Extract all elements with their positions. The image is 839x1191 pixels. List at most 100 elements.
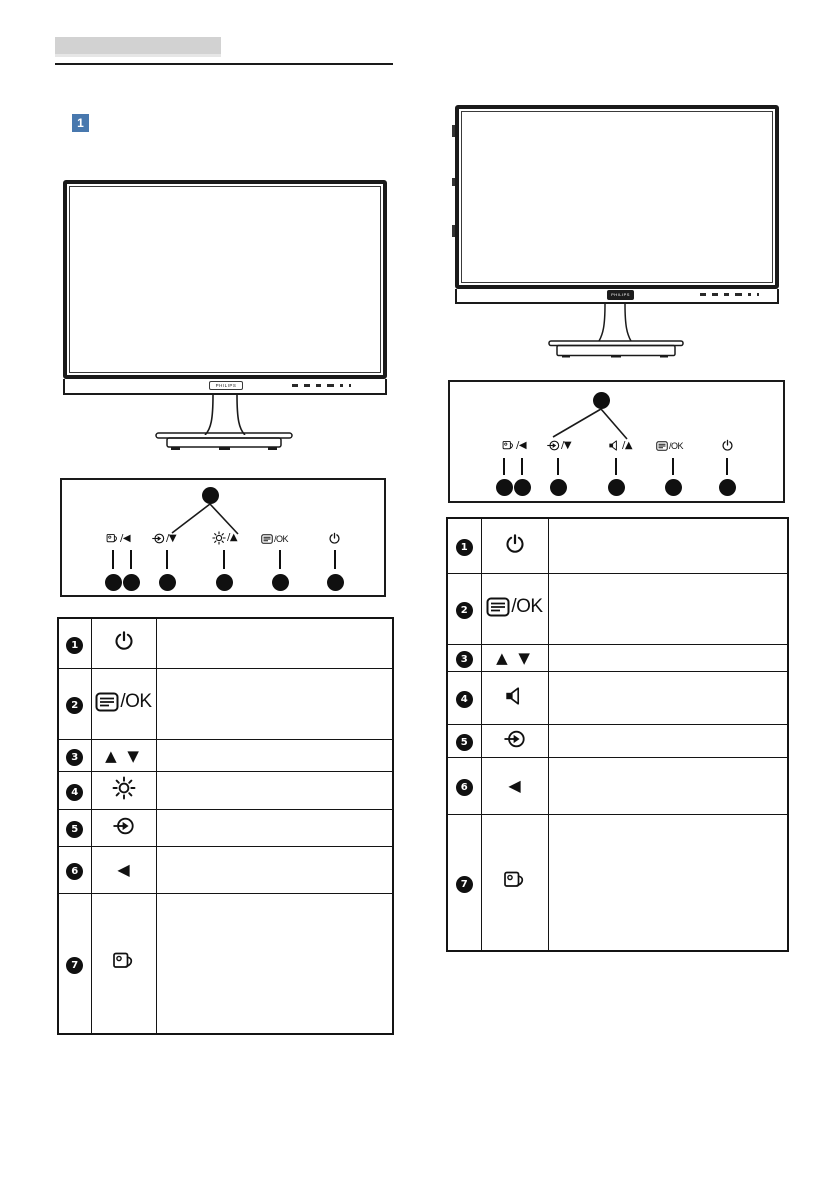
menu-ok-key: /OK bbox=[656, 440, 684, 452]
screen-inner-line bbox=[69, 186, 381, 373]
monitor-stand-base bbox=[155, 432, 293, 450]
up-down-icon: ▲ ▼ bbox=[105, 746, 142, 765]
input-source-icon bbox=[503, 728, 526, 750]
smartimage-icon bbox=[106, 532, 119, 545]
table-row: 1 bbox=[446, 517, 789, 574]
key-label: /OK bbox=[669, 441, 684, 451]
side-port-mark bbox=[452, 125, 455, 137]
button-dot bbox=[159, 574, 176, 591]
row-number: 6 bbox=[455, 779, 473, 796]
row-number: 7 bbox=[66, 956, 84, 974]
menu-icon bbox=[261, 534, 273, 544]
callout-stem bbox=[223, 550, 225, 569]
button-dot bbox=[550, 479, 567, 496]
callout-stem bbox=[503, 458, 505, 475]
bezel-key-icon bbox=[724, 293, 729, 296]
section-number-badge: 1 bbox=[72, 114, 89, 132]
brightness-up-key: /▲ bbox=[212, 531, 238, 545]
monitor-stand-neck bbox=[598, 304, 632, 342]
callout-stem bbox=[112, 550, 114, 569]
bezel-key-icon bbox=[349, 384, 351, 387]
key-label: /◀ bbox=[120, 532, 131, 544]
row-number: 3 bbox=[455, 651, 473, 668]
button-dot bbox=[608, 479, 625, 496]
key-label: /▲ bbox=[227, 532, 238, 543]
description-cell bbox=[155, 667, 394, 740]
button-dot bbox=[719, 479, 736, 496]
monitor-stand-neck bbox=[204, 395, 246, 435]
table-row: 6 ◀ bbox=[57, 845, 394, 894]
power-icon bbox=[328, 532, 341, 545]
callout-stem bbox=[557, 458, 559, 475]
smartimage-icon bbox=[502, 439, 515, 452]
monitor-stand-base bbox=[548, 340, 684, 358]
table-row: 4 bbox=[57, 770, 394, 810]
table-row: 4 bbox=[446, 670, 789, 725]
callout-lines bbox=[171, 503, 239, 535]
bezel-key-icon bbox=[748, 293, 751, 296]
description-cell bbox=[547, 572, 789, 645]
philips-logo: PHILIPS bbox=[209, 381, 243, 390]
smartimage-icon bbox=[112, 949, 136, 973]
table-row: 3 ▲ ▼ bbox=[446, 643, 789, 672]
callout-stem bbox=[521, 458, 523, 475]
chapter-title-bar bbox=[55, 37, 221, 57]
volume-icon bbox=[608, 439, 621, 452]
up-down-icon: ▲ ▼ bbox=[496, 649, 533, 667]
row-number: 2 bbox=[66, 697, 84, 714]
control-panel-diagram-right: /◀ /▼ /▲ /OK bbox=[448, 380, 785, 503]
monitor-front-left bbox=[63, 180, 387, 379]
table-row: 7 bbox=[446, 813, 789, 952]
volume-up-key: /▲ bbox=[608, 439, 633, 452]
bezel-control-icons bbox=[292, 384, 351, 387]
side-port-mark bbox=[452, 178, 455, 186]
button-dot bbox=[216, 574, 233, 591]
callout-lines bbox=[552, 408, 628, 440]
bezel-key-icon bbox=[757, 293, 759, 296]
table-row: 7 bbox=[57, 892, 394, 1035]
callout-stem bbox=[130, 550, 132, 569]
smartimage-icon bbox=[503, 868, 527, 892]
input-down-key: /▼ bbox=[547, 439, 572, 452]
button-dot bbox=[123, 574, 140, 591]
button-description-table-left: 1 2 /OK 3 ▲ ▼ 4 5 6 ◀ 7 bbox=[57, 617, 394, 1035]
description-cell bbox=[547, 723, 789, 758]
philips-logo: PHILIPS bbox=[607, 290, 634, 300]
table-row: 5 bbox=[446, 723, 789, 758]
table-row: 2 /OK bbox=[446, 572, 789, 645]
control-panel-diagram-left: /◀ /▼ /▲ /OK bbox=[60, 478, 386, 597]
button-dot bbox=[272, 574, 289, 591]
row-number: 5 bbox=[455, 734, 473, 751]
table-row: 6 ◀ bbox=[446, 756, 789, 815]
input-source-icon bbox=[112, 815, 135, 837]
bezel-key-icon bbox=[712, 293, 718, 296]
key-label: /▼ bbox=[561, 439, 572, 451]
row-number: 5 bbox=[66, 821, 84, 838]
button-dot bbox=[496, 479, 513, 496]
back-icon: ◀ bbox=[117, 860, 130, 879]
row-number: 6 bbox=[66, 863, 84, 880]
bezel-key-icon bbox=[327, 384, 334, 387]
row-number: 2 bbox=[455, 602, 473, 619]
callout-stem bbox=[615, 458, 617, 475]
header-divider bbox=[55, 63, 393, 65]
callout-stem bbox=[334, 550, 336, 569]
top-button-dot bbox=[593, 392, 610, 409]
description-cell bbox=[547, 813, 789, 952]
bezel-key-icon bbox=[304, 384, 310, 387]
input-down-key: /▼ bbox=[152, 532, 177, 545]
button-description-table-right: 1 2 /OK 3 ▲ ▼ 4 5 6 ◀ 7 bbox=[446, 517, 789, 952]
input-source-icon bbox=[152, 532, 165, 545]
side-port-mark bbox=[452, 225, 455, 237]
row-number: 4 bbox=[455, 691, 473, 708]
row-number: 7 bbox=[455, 875, 473, 893]
bezel-key-icon bbox=[292, 384, 298, 387]
description-cell bbox=[155, 845, 394, 894]
row-number: 3 bbox=[66, 748, 84, 766]
bezel-key-icon bbox=[700, 293, 706, 296]
brightness-icon bbox=[112, 776, 136, 800]
key-label: /◀ bbox=[516, 439, 527, 451]
power-icon bbox=[113, 630, 135, 652]
bezel-key-icon bbox=[316, 384, 321, 387]
